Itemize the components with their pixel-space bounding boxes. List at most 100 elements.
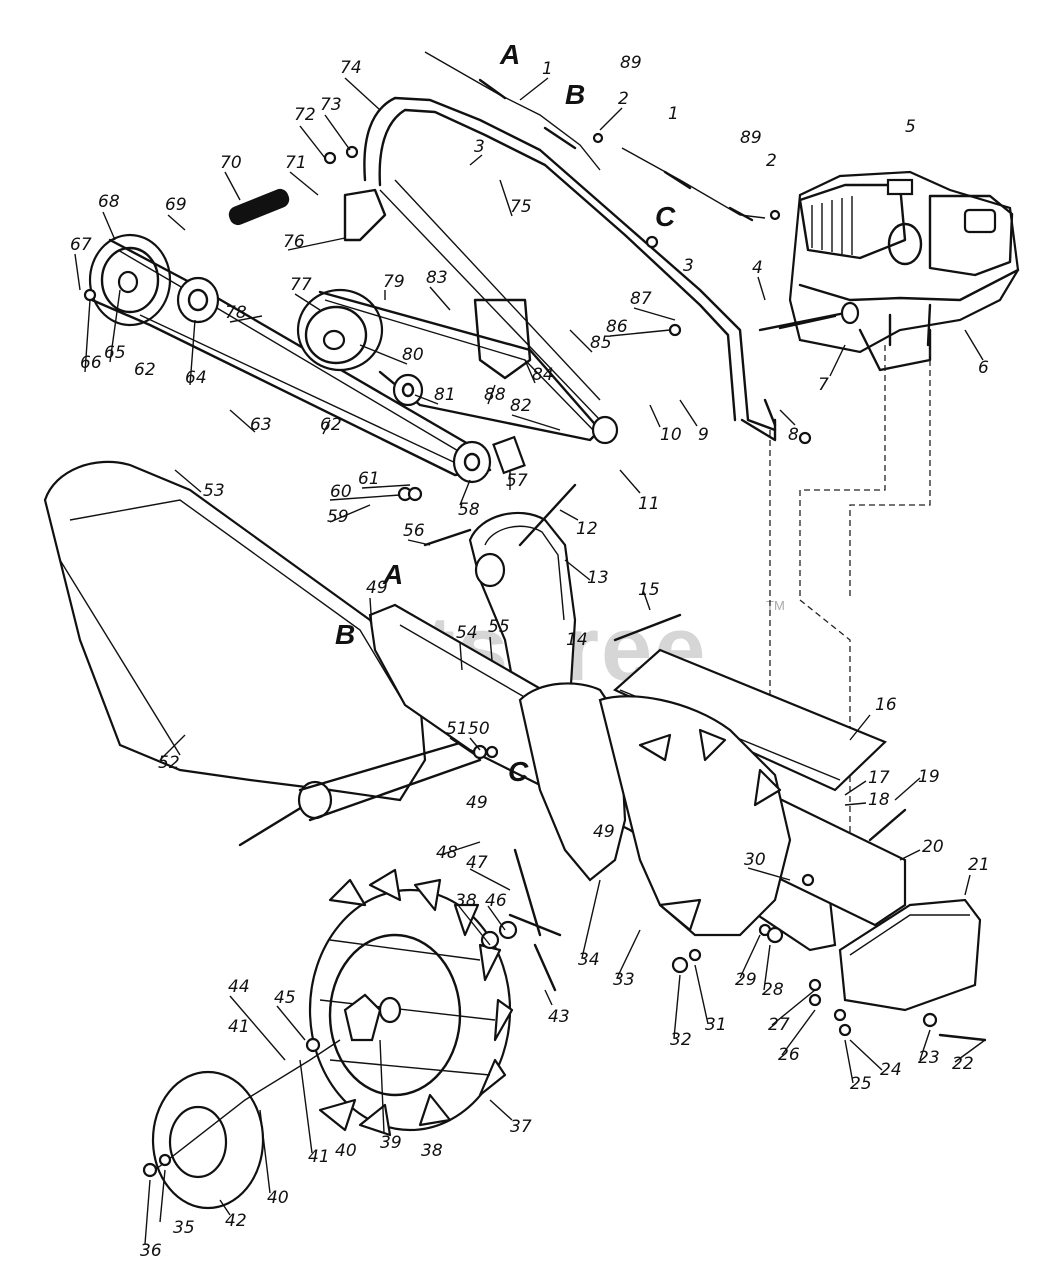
part-label-52: 52 bbox=[158, 753, 180, 773]
part-label-1-right: 1 bbox=[668, 104, 679, 124]
part-label-53: 53 bbox=[203, 481, 225, 501]
part-label-46: 46 bbox=[485, 891, 507, 911]
hardware-details bbox=[83, 132, 938, 1178]
callout-b-top: B bbox=[565, 79, 585, 110]
part-label-15: 15 bbox=[638, 580, 660, 600]
part-label-33: 33 bbox=[613, 970, 635, 990]
part-label-19: 19 bbox=[918, 767, 940, 787]
part-label-16: 16 bbox=[875, 695, 897, 715]
part-label-2: 2 bbox=[618, 89, 629, 109]
handle-assembly bbox=[363, 96, 777, 442]
part-label-29: 29 bbox=[735, 970, 757, 990]
part-label-74: 74 bbox=[340, 58, 362, 78]
part-label-39: 39 bbox=[380, 1133, 402, 1153]
leader-lines bbox=[74, 77, 986, 1245]
part-label-12: 12 bbox=[576, 519, 598, 539]
part-label-62-upper: 62 bbox=[134, 360, 156, 380]
part-label-31: 31 bbox=[705, 1015, 727, 1035]
part-label-88: 88 bbox=[484, 385, 506, 405]
part-label-81: 81 bbox=[434, 385, 456, 405]
part-label-45: 45 bbox=[274, 988, 296, 1008]
part-label-9: 9 bbox=[698, 425, 709, 445]
part-label-61: 61 bbox=[358, 469, 380, 489]
part-label-21: 21 bbox=[968, 855, 990, 875]
part-label-40-lower: 40 bbox=[267, 1188, 289, 1208]
wheel-cover-42 bbox=[151, 1070, 265, 1210]
part-label-82: 82 bbox=[510, 396, 532, 416]
part-label-6: 6 bbox=[978, 358, 989, 378]
part-label-3: 3 bbox=[474, 137, 485, 157]
part-label-70: 70 bbox=[220, 153, 242, 173]
part-label-3-right: 3 bbox=[683, 256, 694, 276]
part-label-20: 20 bbox=[922, 837, 944, 857]
engine bbox=[788, 170, 1020, 372]
part-label-50: 50 bbox=[468, 719, 490, 739]
alignment-line-engine-2 bbox=[849, 350, 931, 600]
part-label-57: 57 bbox=[506, 471, 528, 491]
part-label-89-right: 89 bbox=[740, 128, 762, 148]
part-label-58: 58 bbox=[458, 500, 480, 520]
part-label-22: 22 bbox=[952, 1054, 974, 1074]
part-label-84: 84 bbox=[532, 365, 554, 385]
callout-b-lower: B bbox=[335, 619, 355, 650]
spacer-57 bbox=[492, 435, 526, 475]
part-label-56: 56 bbox=[403, 521, 425, 541]
part-label-86: 86 bbox=[606, 317, 628, 337]
part-label-2-right: 2 bbox=[766, 151, 777, 171]
part-label-37: 37 bbox=[510, 1117, 532, 1137]
part-label-64: 64 bbox=[185, 368, 207, 388]
part-label-18: 18 bbox=[868, 790, 890, 810]
part-label-55: 55 bbox=[488, 617, 510, 637]
part-label-87: 87 bbox=[630, 289, 652, 309]
callout-c-top: C bbox=[655, 201, 676, 232]
bracket-76 bbox=[343, 188, 387, 242]
part-label-26: 26 bbox=[778, 1045, 800, 1065]
part-label-59: 59 bbox=[327, 507, 349, 527]
part-label-80: 80 bbox=[402, 345, 424, 365]
idler-82 bbox=[591, 415, 619, 445]
part-label-65: 65 bbox=[104, 343, 126, 363]
part-label-30: 30 bbox=[744, 850, 766, 870]
part-label-77: 77 bbox=[290, 275, 312, 295]
part-label-89-top: 89 bbox=[620, 53, 642, 73]
part-label-28: 28 bbox=[762, 980, 784, 1000]
tine-shield-52 bbox=[43, 460, 427, 802]
control-cables bbox=[424, 51, 766, 222]
part-label-14: 14 bbox=[566, 630, 588, 650]
part-label-66: 66 bbox=[80, 353, 102, 373]
part-label-43: 43 bbox=[548, 1007, 570, 1027]
drive-pulley-68 bbox=[88, 233, 172, 327]
part-label-25: 25 bbox=[850, 1074, 872, 1094]
part-label-27: 27 bbox=[768, 1015, 790, 1035]
part-label-35: 35 bbox=[173, 1218, 195, 1238]
part-label-60: 60 bbox=[330, 482, 352, 502]
part-label-41-upper: 41 bbox=[228, 1017, 250, 1037]
part-label-69: 69 bbox=[165, 195, 187, 215]
part-label-34: 34 bbox=[578, 950, 600, 970]
part-label-78: 78 bbox=[225, 303, 247, 323]
callout-a-top: A bbox=[499, 39, 520, 70]
part-label-41-lower: 41 bbox=[308, 1147, 330, 1167]
part-label-7: 7 bbox=[818, 375, 829, 395]
part-label-47: 47 bbox=[466, 853, 488, 873]
engine-shaft-assembly bbox=[758, 301, 932, 347]
hub-39 bbox=[343, 993, 402, 1042]
part-label-79: 79 bbox=[383, 272, 405, 292]
pulley-64 bbox=[176, 276, 220, 324]
part-label-49-frame: 49 bbox=[593, 822, 615, 842]
part-label-75: 75 bbox=[510, 197, 532, 217]
axle-line bbox=[154, 1039, 341, 1171]
part-label-24: 24 bbox=[880, 1060, 902, 1080]
part-label-40-upper: 40 bbox=[335, 1141, 357, 1161]
bracket-84 bbox=[473, 298, 532, 380]
part-label-49-mid: 49 bbox=[466, 793, 488, 813]
part-label-11: 11 bbox=[638, 494, 660, 514]
part-label-51: 51 bbox=[446, 719, 468, 739]
part-label-38-top: 38 bbox=[455, 891, 477, 911]
part-label-17: 17 bbox=[868, 768, 890, 788]
part-label-1: 1 bbox=[542, 59, 553, 79]
chain-case-13 bbox=[468, 511, 577, 742]
part-label-23: 23 bbox=[918, 1048, 940, 1068]
part-label-85: 85 bbox=[590, 333, 612, 353]
